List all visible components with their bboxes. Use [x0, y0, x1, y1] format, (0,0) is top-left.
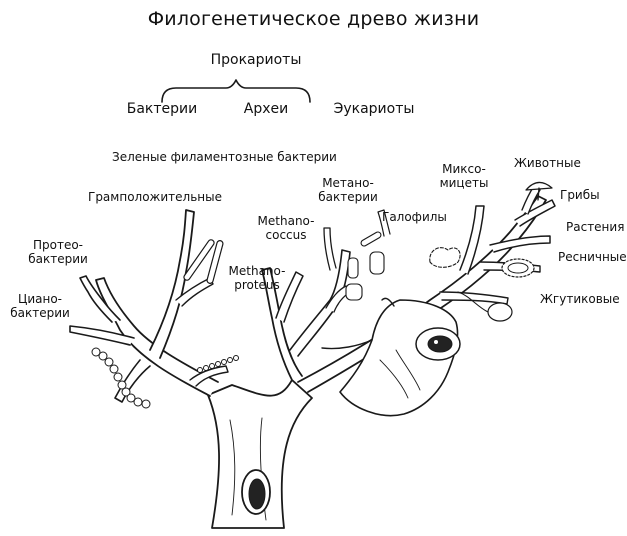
label-ciliates: Ресничные: [558, 250, 627, 264]
branch-cyanobacteria: [69, 325, 135, 346]
archaea-cells: [345, 231, 385, 301]
label-green-filamentous: Зеленые филаментозные бактерии: [112, 150, 337, 164]
flagellate-icon: [487, 302, 513, 322]
branch-archaea: [261, 267, 303, 381]
label-slime-molds: Миксо- мицеты: [439, 162, 489, 190]
branch-methanobacteria: [289, 249, 351, 357]
prokaryotes-label: Прокариоты: [210, 52, 302, 68]
label-plants: Растения: [566, 220, 625, 234]
branch-methanococcus: [275, 271, 304, 323]
label-animals: Животные: [514, 156, 581, 170]
cyanobacteria-chain: [91, 347, 151, 409]
branch-proteobacteria: [79, 275, 121, 323]
branch-gram-positive: [149, 209, 195, 359]
branch-plants: [489, 235, 551, 253]
prokaryotes-brace: [161, 79, 311, 103]
branch-slime-molds: [459, 205, 485, 275]
diagram-title: Филогенетическое древо жизни: [147, 8, 480, 30]
slime-mold-icon: [429, 247, 461, 268]
label-fungi: Грибы: [560, 188, 600, 202]
label-methanococcus: Methano- coccus: [257, 214, 315, 242]
label-cyanobacteria: Циано- бактерии: [10, 292, 70, 320]
domain-archaea-label: Археи: [243, 101, 289, 117]
label-methanobacteria: Метано- бактерии: [318, 176, 378, 204]
label-methanoproteus: Methano- proteus: [228, 264, 286, 292]
mushroom-icon: [525, 181, 553, 191]
label-flagellates: Жгутиковые: [540, 292, 620, 306]
label-gram-positive: Грамположительные: [88, 190, 222, 204]
branch-halophiles: [377, 209, 391, 237]
domain-eukaryotes-label: Эукариоты: [333, 101, 415, 117]
label-proteobacteria: Протео- бактерии: [28, 238, 88, 266]
domain-bacteria-label: Бактерии: [126, 101, 198, 117]
sloth-illustration: [321, 297, 461, 417]
label-halophiles: Галофилы: [382, 210, 447, 224]
